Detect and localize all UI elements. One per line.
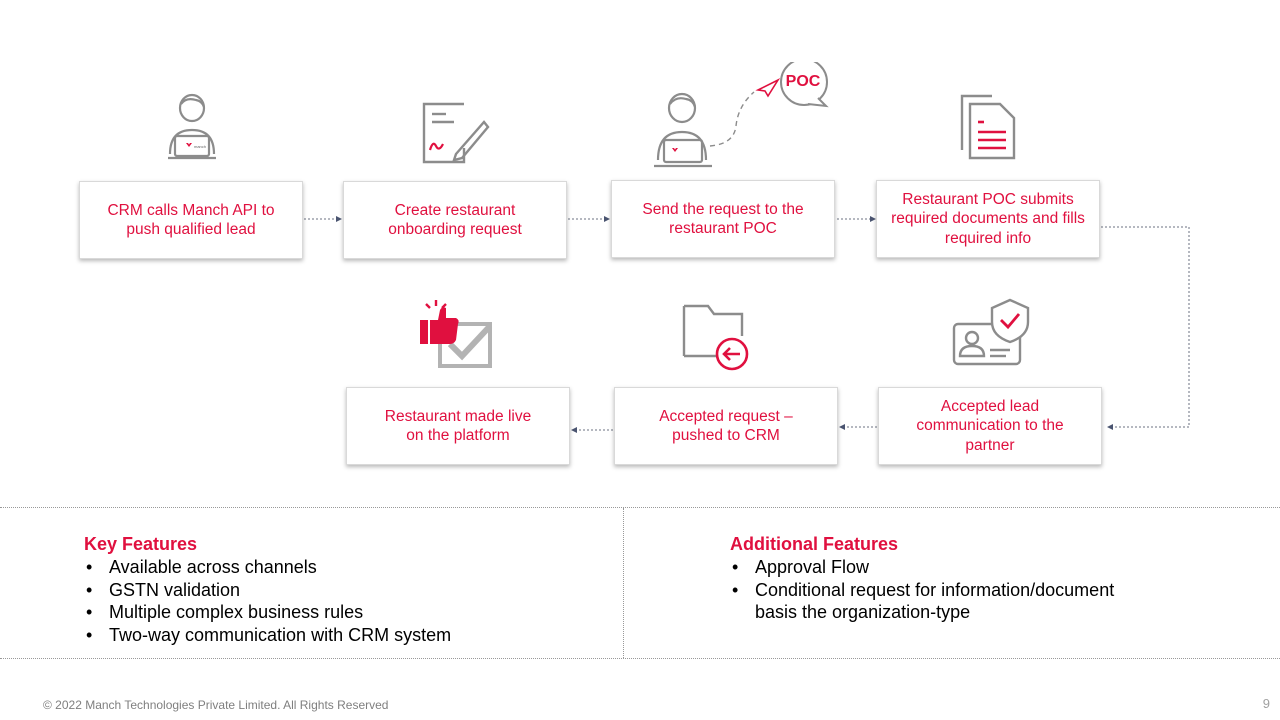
key-feature-item: Available across channels [84,556,451,579]
documents-icon [960,94,1016,160]
key-features-title: Key Features [84,534,198,554]
bottom-divider [0,658,1280,659]
step-4-text: Restaurant POC submits required document… [891,190,1085,247]
document-pen-icon [422,102,490,164]
key-feature-item: Two-way communication with CRM system [84,624,451,647]
additional-features-title: Additional Features [730,534,899,554]
key-feature-item: GSTN validation [84,579,451,602]
step-1-text: CRM calls Manch API to push qualified le… [107,201,275,239]
connector-4-5 [1101,226,1190,430]
poc-bubble-label: POC [785,73,821,90]
step-2-box: Create restaurant onboarding request [343,181,567,259]
thumbs-up-check-icon [420,300,493,368]
person-laptop-icon: manch [168,93,216,160]
key-feature-item: Multiple complex business rules [84,601,451,624]
step-4-box: Restaurant POC submits required document… [876,180,1100,258]
step-6-text: Accepted request – pushed to CRM [659,407,793,445]
folder-return-icon [682,304,749,371]
step-3-text: Send the request to the restaurant POC [642,200,804,238]
vertical-divider [623,508,624,658]
key-features-list: Available across channels GSTN validatio… [84,556,451,646]
additional-feature-item: Approval Flow [730,556,1114,579]
step-7-box: Restaurant made live on the platform [346,387,570,465]
additional-features-section: Additional Features Approval Flow Condit… [730,534,1114,624]
footer-copyright: © 2022 Manch Technologies Private Limite… [43,698,389,712]
step-2-text: Create restaurant onboarding request [388,201,522,239]
laptop-brand-text: manch [194,144,206,149]
id-card-shield-icon [952,298,1030,366]
step-5-text: Accepted lead communication to the partn… [916,397,1064,454]
step-6-box: Accepted request – pushed to CRM [614,387,838,465]
step-5-box: Accepted lead communication to the partn… [878,387,1102,465]
page-number: 9 [1262,696,1270,711]
additional-features-list: Approval Flow Conditional request for in… [730,556,1114,624]
top-divider [0,507,1280,508]
step-3-box: Send the request to the restaurant POC [611,180,835,258]
step-1-box: CRM calls Manch API to push qualified le… [79,181,303,259]
person-laptop-poc-icon [654,62,829,168]
key-features-section: Key Features Available across channels G… [84,534,451,646]
step-7-text: Restaurant made live on the platform [384,407,532,445]
additional-feature-item: Conditional request for information/docu… [730,579,1114,624]
